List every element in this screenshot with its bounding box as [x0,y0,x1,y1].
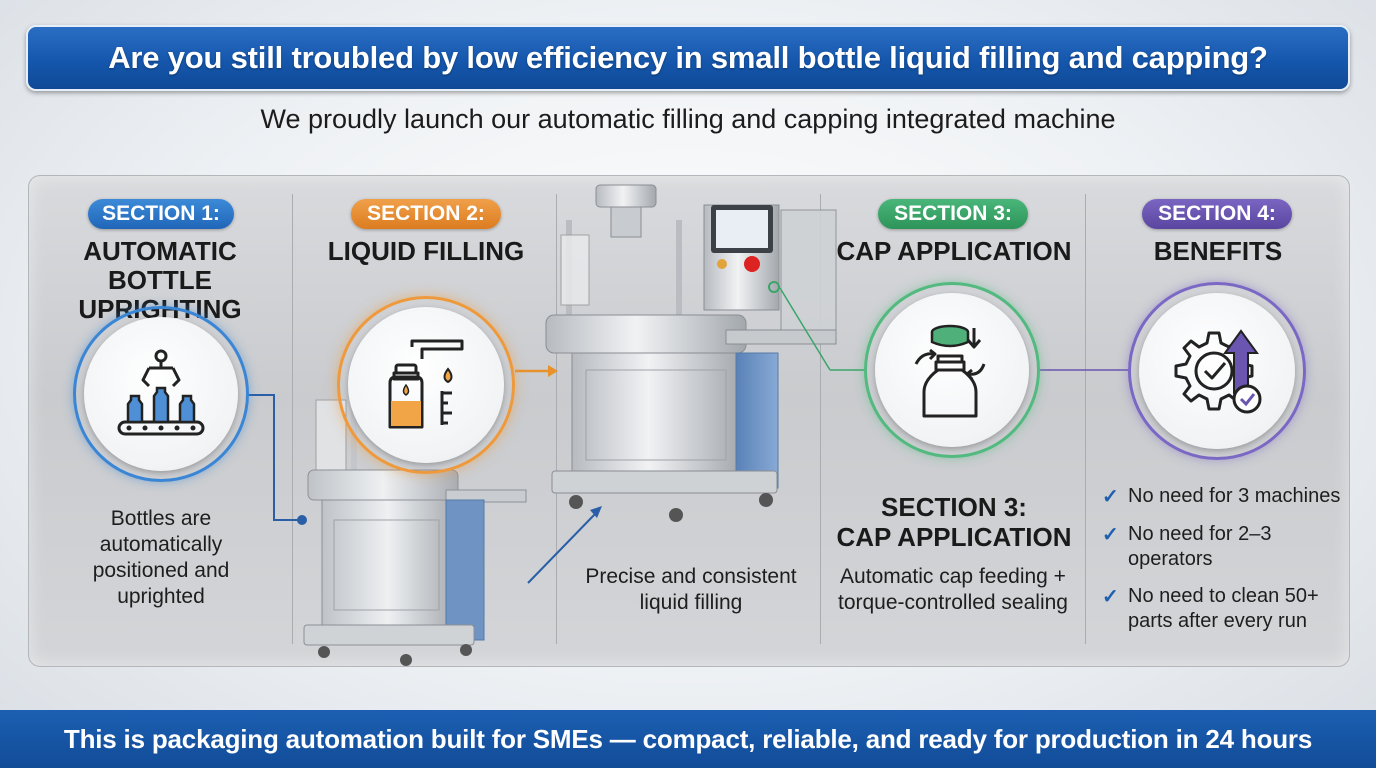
cap-screwing-icon [914,324,986,418]
heading-line: CAP APPLICATION [836,236,1072,266]
section-divider [1085,194,1086,644]
section-2-icon-circle [337,296,515,474]
heading-line: SECTION 3: [881,492,1027,522]
section-3-icon-circle [864,282,1040,458]
description-line: Automatic cap feeding + [840,565,1066,588]
check-icon: ✓ [1102,486,1119,508]
section-1-heading: AUTOMATIC BOTTLE UPRIGHTING [32,237,288,324]
heading-line: CAP APPLICATION [836,522,1072,552]
check-icon: ✓ [1102,524,1119,546]
page-title: Are you still troubled by low efficiency… [108,40,1268,75]
bottle-conveyor-gripper-icon [117,349,205,436]
description-line: automatically [99,533,223,556]
footer-text: This is packaging automation built for S… [63,723,1313,754]
section-divider [820,194,821,644]
section-divider [292,194,293,644]
section-3-badge: SECTION 3: [878,199,1028,229]
check-icon: ✓ [1102,586,1119,608]
benefit-text: operators [1128,548,1213,570]
heading-line: AUTOMATIC BOTTLE [83,236,237,295]
heading-line: BENEFITS [1153,236,1283,266]
benefit-item: ✓ No need for 3 machines [1102,484,1342,510]
benefit-item: ✓ No need to clean 50+ parts after every… [1102,584,1342,634]
benefit-text: No need for 3 machines [1128,485,1341,507]
section-4-heading: BENEFITS [1090,237,1346,266]
section-1-icon-circle [73,306,249,482]
section-4-icon-circle [1128,282,1306,460]
liquid-filling-nozzle-icon [388,339,464,429]
description-line: Bottles are [110,507,212,530]
description-line: torque-controlled sealing [838,591,1068,614]
section-4-badge: SECTION 4: [1142,199,1292,229]
description-line: uprighted [117,585,205,608]
section-1-description: Bottles are automatically positioned and… [52,506,270,610]
section-3-description: Automatic cap feeding + torque-controlle… [822,564,1084,616]
section-divider [556,194,557,644]
section-2-description: Precise and consistent liquid filling [566,564,816,616]
small-machine-image [303,390,527,666]
section-2-heading: LIQUID FILLING [298,237,554,266]
benefit-text: parts after every run [1128,610,1307,632]
benefit-text: No need for 2–3 [1128,523,1272,545]
description-line: Precise and consistent [585,565,797,588]
section-3-repeat-heading: SECTION 3: CAP APPLICATION [826,492,1082,552]
heading-line: LIQUID FILLING [327,236,525,266]
footer-banner: This is packaging automation built for S… [0,710,1376,768]
title-banner: Are you still troubled by low efficiency… [26,25,1350,91]
description-line: positioned and [92,559,230,582]
description-line: liquid filling [639,591,743,614]
section-2-badge: SECTION 2: [351,199,501,229]
gear-growth-check-icon [1174,329,1262,414]
benefit-text: No need to clean 50+ [1128,585,1319,607]
subtitle: We proudly launch our automatic filling … [260,104,1116,134]
benefit-item: ✓ No need for 2–3 operators [1102,522,1342,572]
benefits-list: ✓ No need for 3 machines ✓ No need for 2… [1102,484,1342,646]
section-3-heading: CAP APPLICATION [826,237,1082,266]
large-machine-image [545,184,837,522]
section-1-badge: SECTION 1: [88,199,234,229]
